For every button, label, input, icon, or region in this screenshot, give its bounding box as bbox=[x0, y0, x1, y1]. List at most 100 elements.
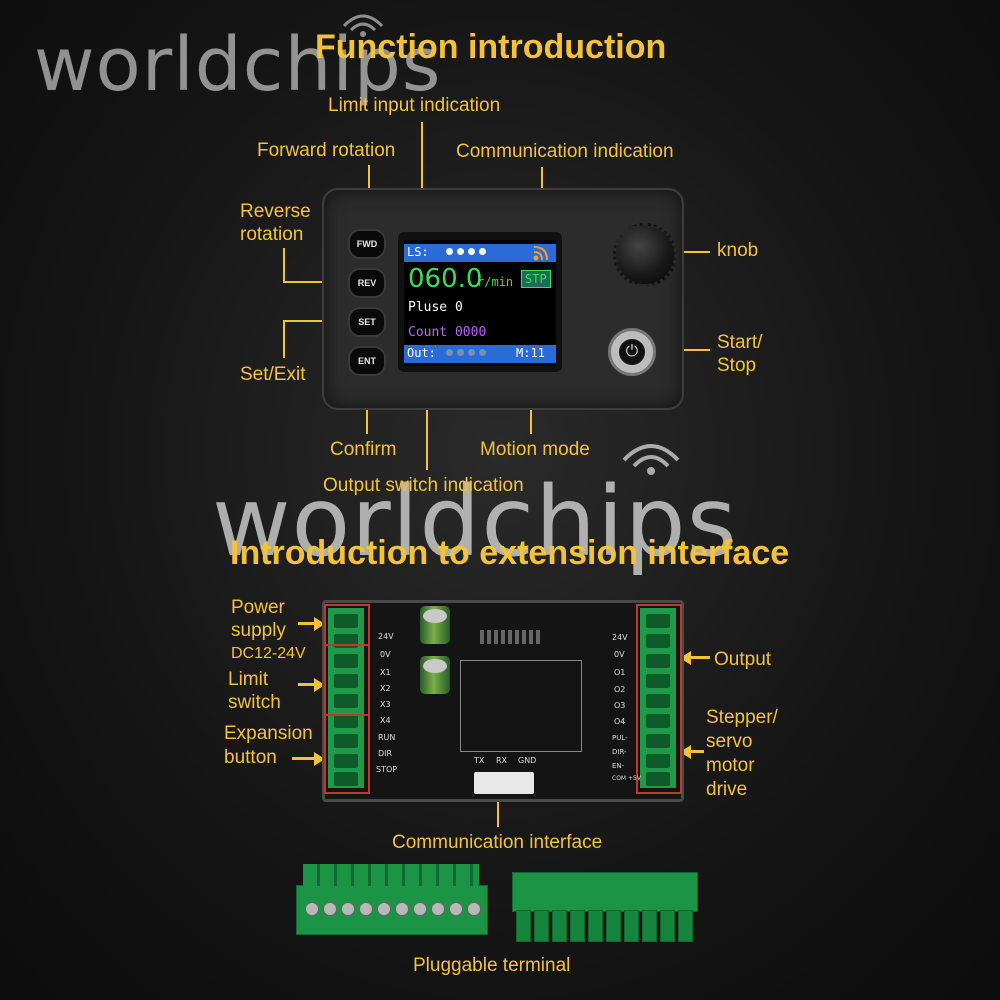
label-stepper-3: motor bbox=[706, 755, 755, 776]
speed-unit: r/min bbox=[477, 275, 514, 289]
label-forward: Forward rotation bbox=[257, 140, 396, 161]
rev-button[interactable]: REV bbox=[348, 268, 386, 298]
highlight-expansion bbox=[324, 714, 370, 794]
label-output-switch: Output switch indication bbox=[323, 475, 524, 496]
lcd-screen: LS: 060.0 r/min STP Pluse 0 Count 0000 O… bbox=[404, 240, 556, 366]
pcb-left-8: STOP bbox=[376, 765, 398, 774]
label-set-exit: Set/Exit bbox=[240, 364, 306, 385]
label-expansion-2: button bbox=[224, 747, 277, 768]
pcb-chip-area bbox=[460, 660, 582, 752]
label-limit-input: Limit input indication bbox=[328, 95, 501, 116]
communication-connector[interactable] bbox=[474, 772, 534, 794]
uart-gnd: GND bbox=[518, 756, 537, 765]
watermark-middle: worldchips bbox=[212, 466, 738, 578]
set-button[interactable]: SET bbox=[348, 307, 386, 337]
label-power-1: Power bbox=[231, 597, 285, 618]
capacitor-1 bbox=[420, 606, 450, 644]
capacitor-2 bbox=[420, 656, 450, 694]
label-reverse-1: Reverse bbox=[240, 201, 311, 222]
speed-value: 060.0 bbox=[408, 264, 483, 294]
wifi-watermark-icon-2 bbox=[622, 444, 680, 475]
arrow-limit bbox=[314, 678, 325, 692]
pcb-right-5: O4 bbox=[614, 717, 626, 726]
label-comm-interface: Communication interface bbox=[392, 832, 603, 853]
pcb-left-4: X3 bbox=[380, 700, 391, 709]
watermark-top: worldchips bbox=[34, 22, 442, 108]
limit-dots bbox=[442, 244, 486, 258]
out-label: Out: bbox=[407, 346, 436, 360]
leader-reverse-h bbox=[283, 281, 349, 283]
pluse-row: Pluse 0 bbox=[408, 300, 463, 315]
label-limit-2: switch bbox=[228, 692, 281, 713]
pcb-right-2: O1 bbox=[614, 668, 626, 677]
arrow-power-shaft bbox=[298, 622, 316, 625]
pcb-left-6: RUN bbox=[378, 733, 396, 742]
label-expansion-1: Expansion bbox=[224, 723, 313, 744]
left-terminal-block bbox=[328, 608, 364, 788]
start-stop-button[interactable]: ⏻ bbox=[608, 328, 656, 376]
leader-comm-interface bbox=[497, 795, 499, 827]
power-icon: ⏻ bbox=[619, 339, 645, 365]
label-motion-mode: Motion mode bbox=[480, 439, 590, 460]
label-pluggable: Pluggable terminal bbox=[413, 955, 571, 976]
pluggable-terminal-pins bbox=[512, 872, 698, 942]
pluse-value: 0 bbox=[454, 300, 463, 315]
output-dots bbox=[442, 345, 486, 359]
label-communication-ind: Communication indication bbox=[456, 141, 674, 162]
leader-set-v bbox=[283, 320, 285, 358]
highlight-output bbox=[636, 604, 682, 794]
arrow-expansion-shaft bbox=[292, 757, 316, 760]
leader-knob bbox=[660, 251, 710, 253]
signal-icon bbox=[533, 246, 548, 261]
arrow-output-shaft bbox=[690, 656, 710, 659]
label-stepper-1: Stepper/ bbox=[706, 707, 778, 728]
knob-control[interactable] bbox=[613, 223, 677, 287]
label-start-1: Start/ bbox=[717, 332, 763, 353]
pcb-right-9: COM +5V bbox=[612, 775, 641, 782]
m-label: M:11 bbox=[516, 346, 545, 360]
ls-label: LS: bbox=[407, 245, 429, 259]
arrow-expansion bbox=[314, 752, 325, 766]
label-stepper-4: drive bbox=[706, 779, 748, 800]
fwd-button[interactable]: FWD bbox=[348, 229, 386, 259]
right-terminal-block bbox=[640, 608, 676, 788]
pcb-right-1: 0V bbox=[614, 650, 625, 659]
pcb-right-3: O2 bbox=[614, 685, 626, 694]
leader-limit-input bbox=[421, 122, 423, 240]
arrow-stepper-shaft bbox=[690, 750, 704, 753]
pcb-left-3: X2 bbox=[380, 684, 391, 693]
pcb-left-2: X1 bbox=[380, 668, 391, 677]
highlight-limit bbox=[324, 644, 370, 716]
status-bar-bottom: Out: M:11 bbox=[404, 345, 556, 363]
arrow-power bbox=[314, 617, 325, 631]
uart-labels: TX RX GND bbox=[472, 756, 542, 770]
label-output: Output bbox=[714, 649, 772, 670]
label-limit-1: Limit bbox=[228, 669, 269, 690]
label-power-2: supply bbox=[231, 620, 286, 641]
function-title: Function introduction bbox=[315, 28, 667, 66]
pcb-right-6: PUL- bbox=[612, 734, 628, 742]
uart-tx: TX bbox=[474, 756, 485, 765]
pcb-left-1: 0V bbox=[380, 650, 391, 659]
status-bar-top: LS: bbox=[404, 244, 556, 262]
mode-badge: STP bbox=[521, 270, 551, 288]
ent-button[interactable]: ENT bbox=[348, 346, 386, 376]
count-value: 0000 bbox=[454, 325, 487, 340]
label-stepper-2: servo bbox=[706, 731, 753, 752]
extension-title: Introduction to extension interface bbox=[230, 534, 790, 572]
label-start-2: Stop bbox=[717, 355, 757, 376]
leader-reverse-v bbox=[283, 248, 285, 282]
pluse-label: Pluse bbox=[408, 300, 448, 315]
label-power-3: DC12-24V bbox=[231, 645, 306, 662]
wifi-watermark-icon bbox=[342, 14, 384, 37]
label-reverse-2: rotation bbox=[240, 224, 304, 245]
leader-set-h bbox=[283, 320, 349, 322]
arrow-limit-shaft bbox=[298, 683, 316, 686]
label-confirm: Confirm bbox=[330, 439, 397, 460]
uart-rx: RX bbox=[496, 756, 508, 765]
pluggable-terminal-screw bbox=[296, 864, 488, 935]
pcb-right-0: 24V bbox=[612, 633, 628, 642]
label-knob: knob bbox=[717, 240, 759, 261]
pcb-left-0: 24V bbox=[378, 632, 394, 641]
count-label: Count bbox=[408, 325, 448, 340]
